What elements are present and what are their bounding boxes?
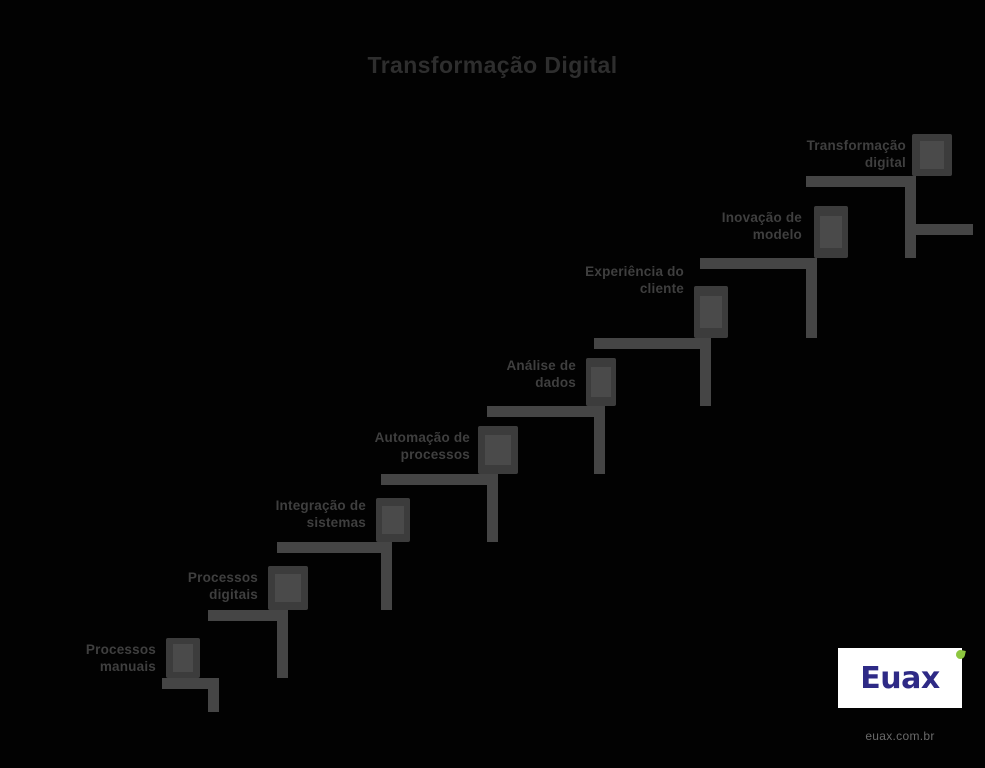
step-label-1-line1: Processos [85, 642, 156, 657]
step-label-6-line2: cliente [639, 281, 684, 296]
step-icon-1[interactable] [166, 638, 200, 678]
step-label-3-line2: sistemas [306, 515, 366, 530]
step-label-6: Experiência do cliente [528, 263, 684, 297]
step-label-8: Transformação digital [742, 137, 906, 171]
step-label-6-line1: Experiência do [585, 264, 684, 279]
brand-url[interactable]: euax.com.br [865, 729, 935, 743]
step-label-1-line2: manuais [99, 659, 156, 674]
step-icon-6[interactable] [694, 286, 728, 338]
lightbulb-icon [820, 216, 842, 248]
gear-icon [485, 435, 511, 465]
step-label-7-line1: Inovação de [721, 210, 802, 225]
step-label-2-line1: Processos [187, 570, 258, 585]
step-label-5-line1: Análise de [506, 358, 576, 373]
step-riser-3 [381, 542, 392, 610]
step-label-4-line1: Automação de [374, 430, 470, 445]
step-icon-3[interactable] [376, 498, 410, 542]
step-label-2-line2: digitais [209, 587, 258, 602]
step-riser-2 [277, 610, 288, 678]
step-riser-4 [487, 474, 498, 542]
step-tread-6 [594, 338, 711, 349]
link-icon [382, 506, 404, 534]
step-label-4: Automação de processos [312, 429, 470, 463]
step-label-5: Análise de dados [434, 357, 576, 391]
step-label-3-line1: Integração de [275, 498, 366, 513]
chart-icon [591, 367, 611, 397]
step-label-8-line2: digital [864, 155, 906, 170]
step-tread-8 [806, 176, 916, 187]
step-label-4-line2: processos [400, 447, 470, 462]
step-tread-2 [208, 610, 288, 621]
brand-logo-wordmark: Euax [860, 660, 940, 696]
step-icon-2[interactable] [268, 566, 308, 610]
folder-icon [275, 574, 301, 602]
step-label-1: Processos manuais [10, 641, 156, 675]
step-riser-5 [594, 406, 605, 474]
step-icon-5[interactable] [586, 358, 616, 406]
step-tread-5 [487, 406, 605, 417]
step-tread-8-top [905, 224, 973, 235]
page-title: Transformação Digital [367, 52, 618, 78]
step-icon-7[interactable] [814, 206, 848, 258]
brand-logo-card[interactable]: Euax [838, 648, 966, 708]
step-riser-6 [700, 338, 711, 406]
step-label-8-line1: Transformação [806, 138, 906, 153]
step-tread-7 [700, 258, 817, 269]
rocket-icon [920, 141, 944, 169]
step-riser-7 [806, 258, 817, 338]
step-icon-8[interactable] [912, 134, 952, 176]
step-tread-3 [277, 542, 392, 553]
step-riser-1 [208, 678, 219, 712]
step-label-7: Inovação de modelo [652, 209, 802, 243]
document-icon [173, 644, 193, 672]
step-riser-8 [905, 176, 916, 258]
step-label-5-line2: dados [535, 375, 576, 390]
user-icon [700, 296, 722, 328]
step-tread-4 [381, 474, 498, 485]
step-label-2: Processos digitais [118, 569, 258, 603]
step-label-3: Integração de sistemas [210, 497, 366, 531]
step-label-7-line2: modelo [752, 227, 802, 242]
step-tread-1 [162, 678, 219, 689]
step-icon-4[interactable] [478, 426, 518, 474]
